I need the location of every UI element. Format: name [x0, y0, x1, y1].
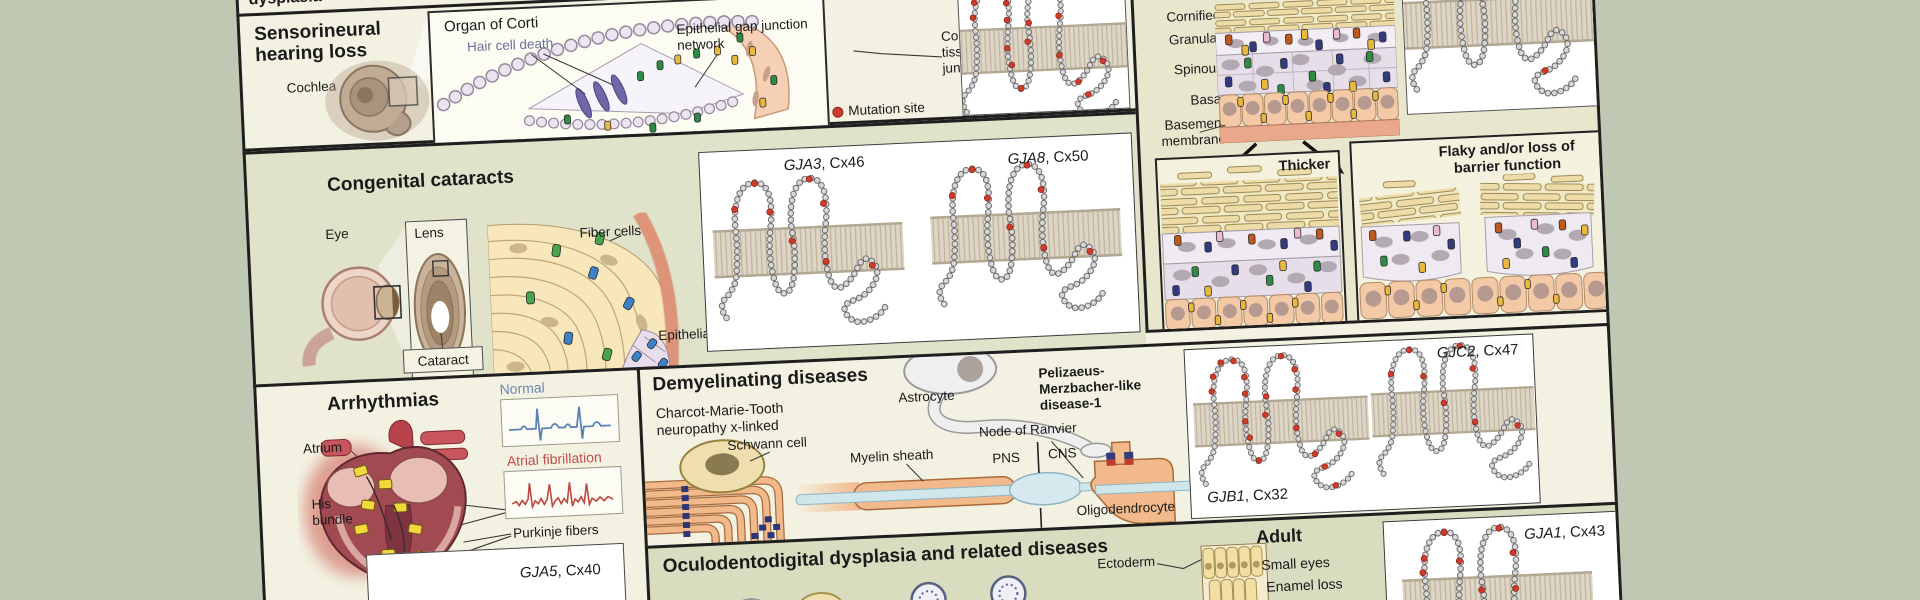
thicker-illustration: [1159, 165, 1344, 331]
gja3-gja8-topologies: [699, 134, 1138, 350]
ectoderm-label: Ectoderm: [1097, 553, 1156, 572]
fiber-cells-illustration: [486, 210, 680, 377]
eye-illustration: [302, 266, 403, 367]
fiber-cells-label: Fiber cells: [579, 222, 642, 241]
skin-layer-granular: Granular: [1168, 30, 1222, 48]
rotated-figure: dysplasia Sensorineural hearing loss Coc…: [210, 0, 1676, 600]
skin-layer-basal: Basal: [1190, 91, 1225, 108]
skin-protein-panel: [1400, 0, 1600, 115]
skin-layer-spinous: Spinous: [1173, 60, 1224, 78]
adult-heading: Adult: [1255, 525, 1303, 548]
gjb1-gjc2-panel: GJB1, Cx32 GJC2, Cx47: [1183, 333, 1541, 520]
cns-label: CNS: [1047, 445, 1077, 462]
panel-cataracts: Congenital cataracts Eye Lens: [242, 111, 1147, 385]
ecg-normal-label: Normal: [499, 379, 546, 398]
pmld-label: Pelizaeus-Merzbacher-like disease-1: [1038, 362, 1142, 413]
lens-illustration: [413, 253, 466, 365]
organ-of-corti-illustration: [436, 14, 790, 133]
astrocyte-label: Astrocyte: [898, 387, 955, 406]
purkinje-fibers-label: Purkinje fibers: [512, 522, 599, 541]
thicker-panel: Thicker: [1154, 149, 1348, 333]
cataract-label: Cataract: [417, 351, 470, 370]
skin-layer-cornified: Cornified: [1166, 7, 1221, 25]
thicker-label: Thicker: [1278, 156, 1331, 175]
epithelial-network-label: Epithelial gap junction network: [676, 16, 808, 53]
lens-label: Lens: [414, 224, 445, 242]
mutation-site-legend: Mutation site: [832, 100, 925, 120]
adult-feature-enamel-loss: Enamel loss: [1265, 575, 1343, 595]
cataract-tab: Cataract: [402, 346, 484, 374]
panel-demyelinating: Demyelinating diseases Charcot-Marie-Too…: [636, 322, 1618, 546]
panel-sensorineural: Sensorineural hearing loss Cochlea: [236, 0, 1136, 152]
ecg-afib-trace: [511, 482, 614, 510]
gja1-panel: GJA1, Cx43: [1382, 510, 1626, 600]
ecg-normal-trace: [508, 406, 611, 441]
adult-feature-small-eyes: Small eyes: [1260, 553, 1331, 573]
pns-label: PNS: [991, 449, 1021, 467]
mutation-site-text: Mutation site: [847, 99, 926, 119]
gja1-topology: [1384, 511, 1626, 600]
cataracts-title: Congenital cataracts: [326, 166, 515, 196]
panel-arrhythmias: Arrhythmias: [253, 367, 653, 600]
organ-of-corti-inset: Organ of Corti Hair cell death Epithelia…: [427, 0, 831, 146]
cochlea-illustration: [325, 60, 430, 141]
fragment-label: dysplasia: [248, 0, 322, 9]
panel-skin: Cornified Granular Spinous Basal Basemen…: [1126, 0, 1610, 333]
flaky-panel: Flaky and/or loss of barrier function: [1349, 129, 1610, 324]
ecg-normal-box: [500, 393, 621, 448]
ecg-afib-box: [503, 465, 624, 520]
skin-illustration: [1213, 0, 1400, 144]
demyelinating-illustration: [644, 344, 1207, 543]
gja3-gja8-panel: GJA3, Cx46 GJA8, Cx50: [698, 132, 1141, 352]
skin-protein-topology: [1401, 0, 1597, 113]
gjb2-protein-panel: [957, 0, 1131, 117]
gjb2-protein-topology: [958, 0, 1130, 117]
skin-basement-label: Basement membrane: [1161, 115, 1227, 149]
eye-label: Eye: [325, 226, 349, 243]
his-bundle-label: His bundle: [311, 496, 354, 528]
mutation-site-dot: [832, 106, 844, 118]
atrium-label: Atrium: [302, 439, 343, 457]
flaky-illustration: [1358, 172, 1610, 320]
ectoderm-illustration: [1200, 542, 1272, 600]
lens-inset: Lens: [404, 218, 475, 381]
